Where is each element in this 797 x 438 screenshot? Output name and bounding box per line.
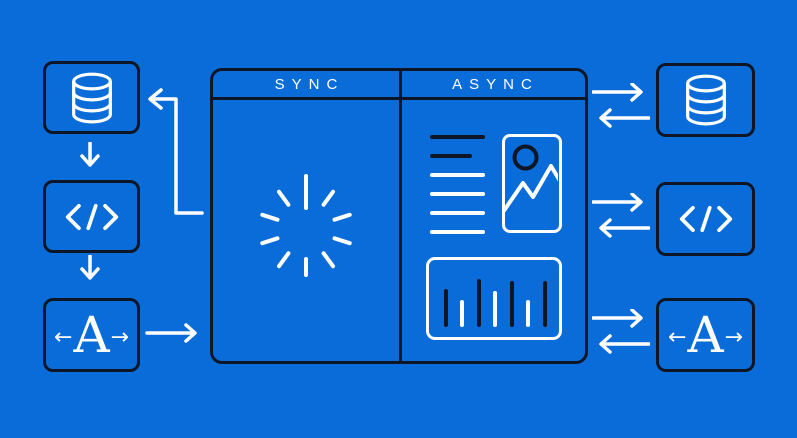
spinner-spoke — [332, 212, 352, 222]
left-arrow-glyph: ← — [54, 325, 73, 350]
database-icon — [685, 74, 726, 126]
chart-bar — [542, 281, 547, 327]
skeleton-text-line — [430, 173, 485, 177]
skeleton-text-line — [430, 211, 485, 215]
letter-a-glyph: A — [687, 305, 724, 364]
spinner-spoke — [321, 251, 335, 269]
loading-spinner-icon — [260, 174, 352, 277]
bidirectional-arrows-icon — [592, 193, 650, 238]
panel-header: SYNC ASYNC — [213, 71, 585, 100]
left-arrow-glyph: ← — [668, 325, 687, 350]
request-arrow-icon — [145, 323, 197, 343]
spinner-spoke — [321, 189, 335, 207]
right-code-node — [656, 182, 755, 256]
down-arrow-icon — [80, 142, 100, 167]
down-arrow-icon — [80, 255, 100, 280]
spinner-spoke — [260, 236, 280, 246]
skeleton-text-line — [430, 135, 485, 139]
left-database-node — [43, 61, 140, 134]
chart-bar — [526, 300, 530, 327]
skeleton-text-line — [430, 154, 472, 158]
left-typography-node: ← A → — [43, 298, 140, 372]
chart-bar — [509, 281, 514, 327]
chart-bar — [493, 291, 497, 327]
typography-icon: ← A → — [54, 305, 129, 364]
typography-icon: ← A → — [668, 305, 743, 364]
bidirectional-arrows-icon — [592, 83, 650, 128]
sync-column-label: SYNC — [274, 75, 345, 93]
spinner-spoke — [277, 189, 291, 207]
spinner-spoke — [277, 251, 291, 269]
right-typography-node: ← A → — [656, 298, 755, 372]
skeleton-text-line — [430, 192, 485, 196]
browser-panel: SYNC ASYNC — [210, 68, 588, 364]
right-arrow-glyph: → — [724, 325, 743, 350]
bar-chart-icon — [426, 257, 562, 340]
skeleton-lines — [430, 135, 490, 249]
return-elbow-arrow-icon — [148, 88, 204, 215]
bidirectional-arrows-icon — [592, 309, 650, 354]
right-arrow-glyph: → — [110, 325, 129, 350]
right-database-node — [656, 63, 755, 137]
column-divider — [399, 71, 402, 361]
chart-bar — [443, 289, 448, 327]
code-icon — [679, 205, 732, 233]
left-code-node — [43, 180, 140, 253]
spinner-spoke — [260, 212, 280, 222]
spinner-spoke — [332, 236, 352, 246]
skeleton-text-line — [430, 230, 485, 234]
database-icon — [71, 72, 112, 123]
async-column-label: ASYNC — [452, 75, 539, 93]
chart-bar — [476, 279, 481, 327]
letter-a-glyph: A — [73, 305, 110, 364]
chart-bar — [460, 300, 464, 327]
image-placeholder-icon — [502, 134, 562, 233]
image-placeholder-art — [505, 144, 558, 213]
code-icon — [65, 203, 118, 230]
